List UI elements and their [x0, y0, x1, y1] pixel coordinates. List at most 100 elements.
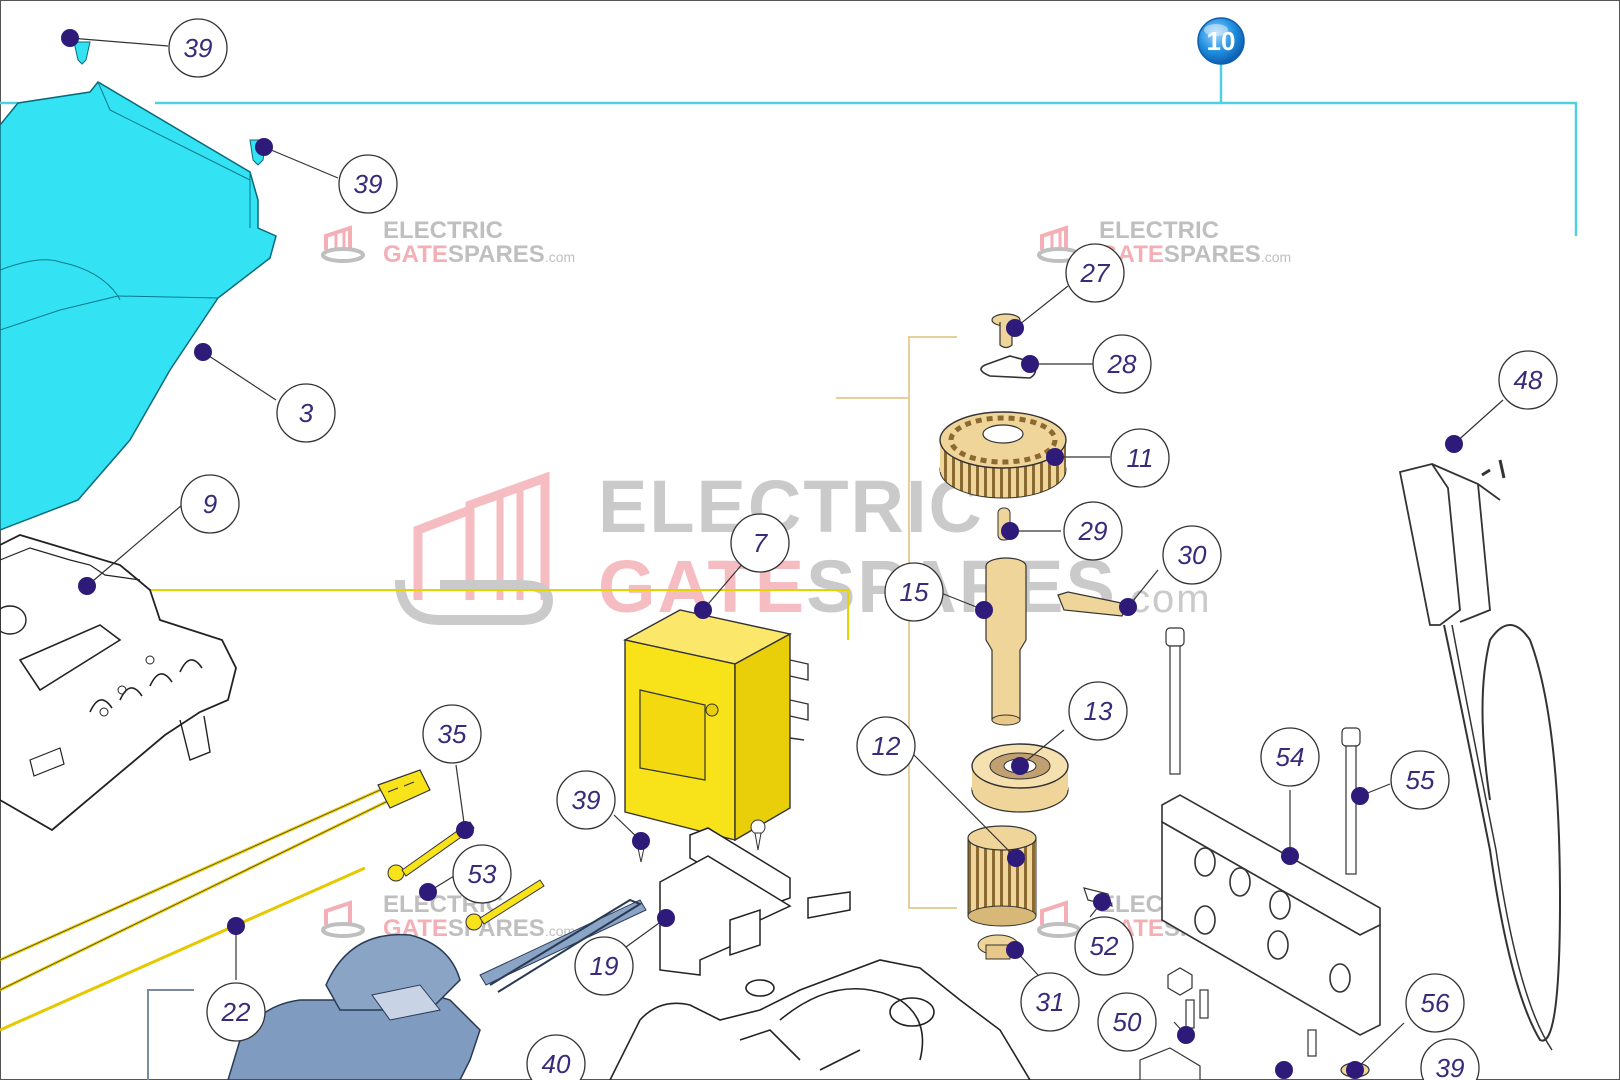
callout-label: 13: [1084, 696, 1113, 726]
callout-circle: [206, 982, 266, 1042]
callout-c7: 7: [730, 513, 790, 573]
wm-line1: ELECTRIC: [1099, 217, 1219, 244]
part-transformer-7: [623, 609, 809, 842]
callout-circle: [556, 770, 616, 830]
assembly-bracket-beige: [836, 336, 957, 909]
wm-suffix: .com: [545, 249, 575, 265]
callout-label: 39: [1436, 1053, 1465, 1080]
assembly-bracket-yellow: [148, 589, 849, 640]
part-power-cord-48: [1398, 459, 1562, 1051]
callout-c39c: 39: [556, 770, 616, 830]
callout-label: 35: [438, 719, 467, 749]
callout-circle: [180, 474, 240, 534]
callout-circle: [422, 704, 482, 764]
callout-c31: 31: [1020, 972, 1080, 1032]
part-bearing-13: [971, 743, 1069, 813]
callout-c55: 55: [1390, 750, 1450, 810]
callout-label: 28: [1107, 349, 1137, 379]
assembly-badge-10: 10: [1197, 17, 1245, 65]
callout-dot-c27: [1006, 319, 1024, 337]
callout-dot-c39d: [1275, 1061, 1293, 1079]
part-wire-harness-22: [0, 769, 431, 1032]
callout-c35: 35: [422, 704, 482, 764]
part-cover-3: [0, 81, 277, 531]
callout-dot-c52: [1093, 893, 1111, 911]
callout-dot-c31: [1006, 941, 1024, 959]
callout-circle: [1162, 525, 1222, 585]
callout-c52: 52: [1074, 916, 1134, 976]
callout-c30: 30: [1162, 525, 1222, 585]
part-bolt-55: [1341, 727, 1361, 875]
callout-c48: 48: [1498, 350, 1558, 410]
callout-dot-c7: [694, 601, 712, 619]
part-screw-39a: [73, 41, 91, 65]
callout-c28: 28: [1092, 334, 1152, 394]
callout-circle: [1074, 916, 1134, 976]
callout-c53: 53: [452, 844, 512, 904]
callout-label: 7: [753, 528, 769, 558]
callout-circle: [276, 383, 336, 443]
part-wire-19: [489, 898, 643, 993]
callout-circle: [1390, 750, 1450, 810]
callout-dot-c12: [1007, 849, 1025, 867]
callout-label: 55: [1406, 765, 1435, 795]
callout-label: 53: [468, 859, 497, 889]
callout-label: 48: [1514, 365, 1543, 395]
callout-circle: [1063, 501, 1123, 561]
callout-c11: 11: [1110, 428, 1170, 488]
callout-c40: 40: [526, 1034, 586, 1080]
watermark-logo-icon: [321, 225, 365, 263]
callout-c27: 27: [1065, 243, 1125, 303]
callout-circle: [1065, 243, 1125, 303]
assembly-bracket-gray: [147, 989, 194, 1080]
callout-c54: 54: [1260, 727, 1320, 787]
callout-dot-c9: [78, 577, 96, 595]
watermark-large: ELECTRIC GATESPARES.com: [395, 465, 1210, 628]
callout-circle: [574, 936, 634, 996]
watermark-small-2: ELECTRIC GATESPARES.com: [1037, 217, 1291, 268]
callout-dot-c29: [1001, 522, 1019, 540]
callout-dot-c39b: [255, 138, 273, 156]
callout-circle: [884, 562, 944, 622]
callout-c19: 19: [574, 936, 634, 996]
callout-label: 50: [1113, 1007, 1142, 1037]
callout-circle: [1498, 350, 1558, 410]
wm-line2: GATESPARES.com: [383, 241, 575, 268]
callout-label: 40: [542, 1049, 571, 1079]
watermark-logo-icon: [395, 471, 554, 625]
callout-label: 11: [1127, 443, 1154, 473]
callout-circle: [1020, 972, 1080, 1032]
part-bracket-plate: [659, 827, 851, 976]
part-long-bolt: [1165, 627, 1185, 775]
callout-circle: [1068, 681, 1128, 741]
callout-circle: [168, 18, 228, 78]
callout-label: 56: [1421, 988, 1450, 1018]
callout-c12: 12: [856, 716, 916, 776]
callout-label: 54: [1276, 742, 1305, 772]
wm-large-line2-b: SPARES: [806, 545, 1117, 628]
part-base-housing: [609, 959, 1031, 1080]
callout-label: 39: [354, 169, 383, 199]
callout-dot-c3: [194, 343, 212, 361]
callout-label: 9: [203, 489, 217, 519]
callout-c50: 50: [1097, 992, 1157, 1052]
wm-line2-b: SPARES: [1164, 241, 1261, 268]
callout-circle: [856, 716, 916, 776]
watermark-small-1: ELECTRIC GATESPARES.com: [321, 217, 575, 268]
callout-c56: 56: [1405, 973, 1465, 1033]
callout-dot-c22: [227, 917, 245, 935]
callout-dot-c39a: [61, 29, 79, 47]
callout-dot-c50: [1177, 1026, 1195, 1044]
callout-dot-c19: [657, 909, 675, 927]
callout-label: 29: [1078, 516, 1108, 546]
callout-c13: 13: [1068, 681, 1128, 741]
callout-label: 39: [184, 33, 213, 63]
callout-label: 19: [590, 951, 619, 981]
callout-label: 22: [221, 997, 251, 1027]
wm-line2-b: SPARES: [448, 915, 545, 942]
wm-line2-a: GATE: [383, 241, 448, 268]
wm-line1: ELECTRIC: [383, 217, 503, 244]
callout-c39d: 39: [1420, 1038, 1480, 1080]
assembly-badge-label: 10: [1207, 26, 1236, 56]
